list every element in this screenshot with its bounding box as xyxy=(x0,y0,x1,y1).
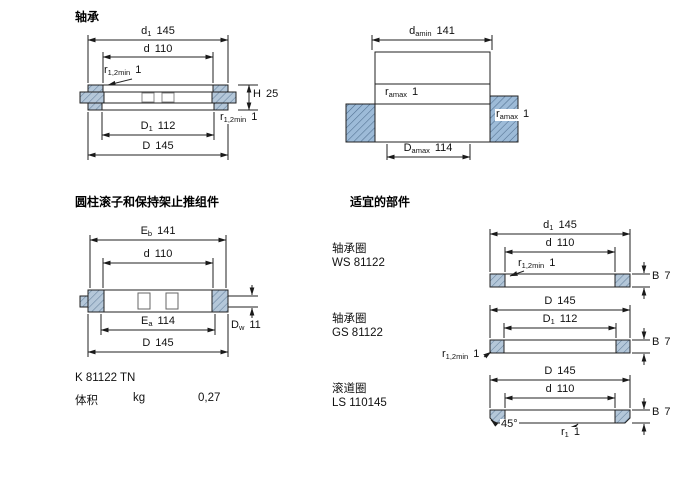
component-gs-designation: GS 81122 xyxy=(332,327,383,339)
abutment-drawing xyxy=(345,35,519,160)
component-ls-type: 滚道圈 xyxy=(332,383,367,395)
component-ws-type: 轴承圈 xyxy=(332,243,367,255)
assembly-section-title: 圆柱滚子和保持架止推组件 xyxy=(75,195,220,209)
bearing-section-title: 轴承 xyxy=(75,10,100,24)
ws-washer-drawing xyxy=(489,229,650,299)
volume-label: 体积 xyxy=(75,395,98,407)
cage-assembly-drawing xyxy=(79,235,258,357)
assembly-designation: K 81122 TN xyxy=(75,372,136,384)
component-ws-designation: WS 81122 xyxy=(332,257,385,269)
component-gs-type: 轴承圈 xyxy=(332,313,367,325)
components-section-title: 适宜的部件 xyxy=(350,195,411,209)
dim-ls-angle-label: 45° xyxy=(500,418,519,431)
component-ls-designation: LS 110145 xyxy=(332,397,387,409)
bearing-cross-section-drawing xyxy=(79,35,258,160)
volume-value: 0,27 xyxy=(198,392,221,404)
gs-washer-drawing xyxy=(483,305,650,365)
volume-unit: kg xyxy=(133,392,146,404)
